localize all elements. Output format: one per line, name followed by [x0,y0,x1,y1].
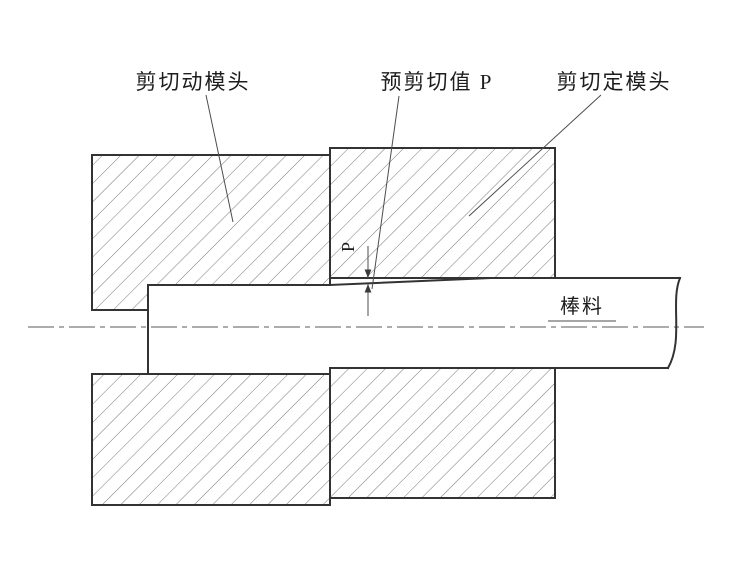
fixed-die-hatch-bottom [330,368,555,498]
fixed-die-block [329,147,556,506]
p-dimension-arrow-down [364,269,372,278]
preshear-value-label: 预剪切值 P [381,70,494,94]
fixed-die-outline [329,147,556,506]
moving-die-hatch-bottom [92,374,330,505]
bar-preshear-slope [328,276,492,287]
moving-die-leader-line [205,94,234,223]
p-dimension-arrow-up [364,284,372,293]
moving-die-block [91,154,331,506]
bar-stock [328,276,682,370]
fixed-die-label: 剪切定模头 [557,70,672,94]
moving-die-label: 剪切动模头 [136,70,251,94]
bar-stock-label: 棒料 [560,295,604,318]
moving-die-outline [91,154,331,506]
bar-break-line [666,276,682,370]
p-dimension-letter: P [338,242,358,252]
fixed-die-leader-line [468,94,602,217]
leader-lines [205,94,616,322]
p-dimension: P [338,242,372,316]
preshear-leader-line [371,95,400,290]
moving-die-hatch-step [92,285,148,310]
moving-die-hatch-top [92,155,330,285]
